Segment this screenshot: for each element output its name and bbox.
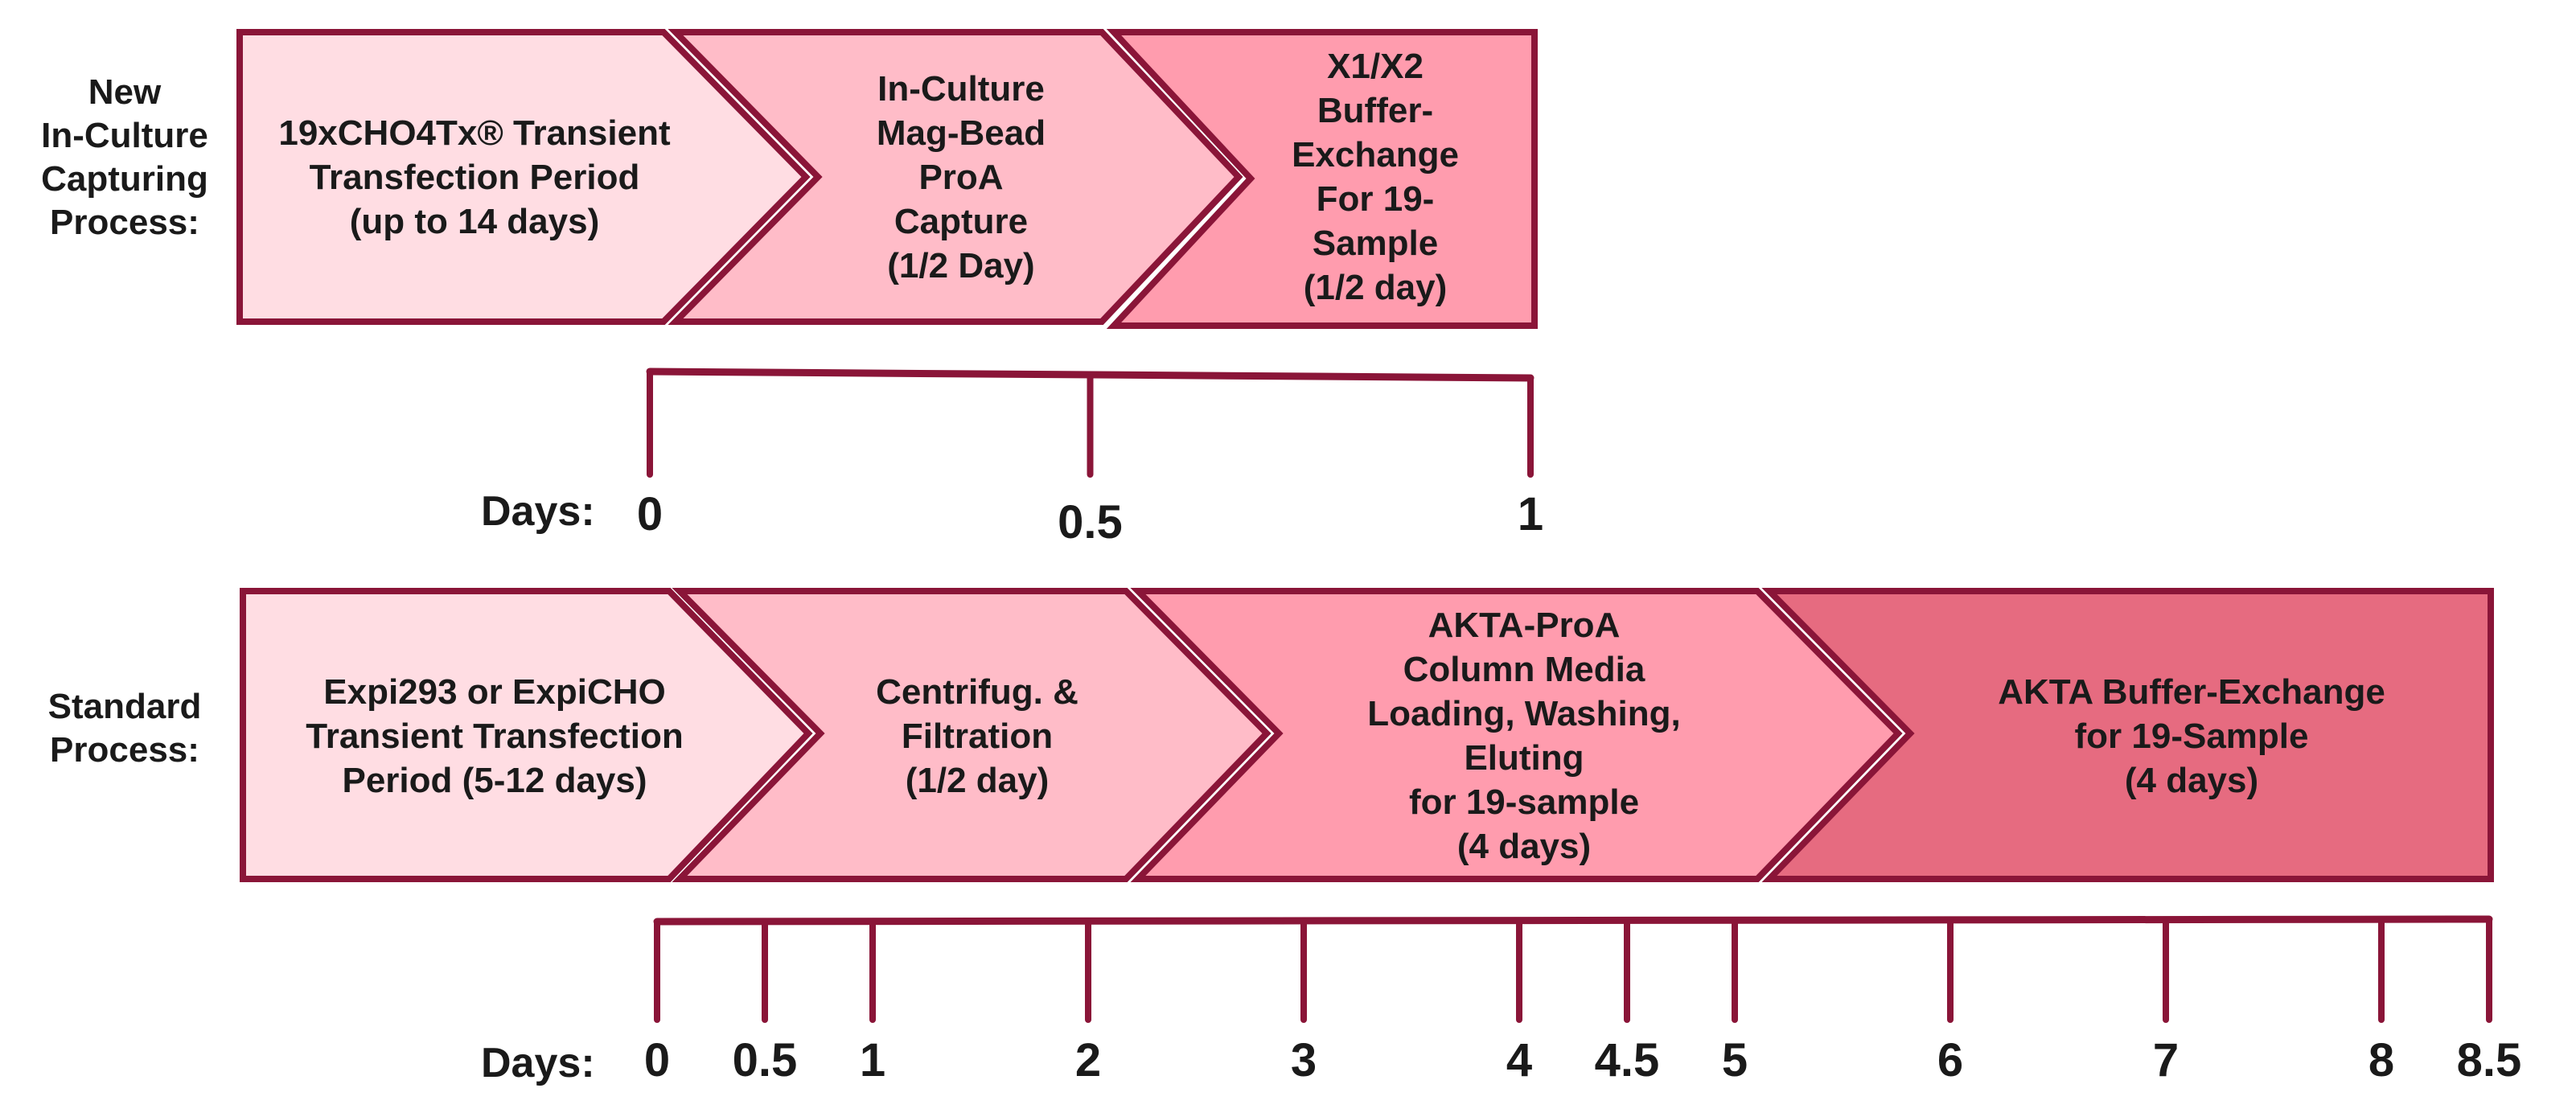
standard-stage-3-text: AKTA-ProA Column Media Loading, Washing,… [1367,606,1681,866]
standard-tick-label-1: 0.5 [732,1034,798,1086]
standard-tick-label-2: 1 [859,1034,886,1086]
new-process-label: New In-Culture Capturing Process: [41,72,208,242]
standard-tick-label-5: 4 [1506,1034,1533,1086]
standard-stage-2-text: Centrifug. & Filtration (1/2 day) [876,671,1078,800]
standard-tick-label-10: 8 [2368,1034,2395,1086]
standard-tick-label-3: 2 [1074,1034,1102,1086]
standard-stage-1-text: Expi293 or ExpiCHO Transient Transfectio… [306,671,684,800]
new-stage-3-text: X1/X2 Buffer- Exchange For 19- Sample (1… [1292,47,1459,307]
standard-tick-label-9: 7 [2152,1034,2180,1086]
new-tick-label-2: 1 [1517,488,1544,540]
standard-tick-label-8: 6 [1937,1034,1964,1086]
new-process-timeline-axis [646,368,1535,478]
standard-days-label: Days: [481,1040,595,1086]
standard-stage-2-chevron [672,588,1272,882]
standard-process-timeline-axis [653,915,2493,1023]
new-days-label: Days: [481,488,595,535]
standard-stage-3-chevron [1130,588,1903,882]
standard-tick-label-0: 0 [643,1034,671,1086]
new-stage-2-text: In-Culture Mag-Bead ProA Capture (1/2 Da… [876,68,1046,285]
standard-process-label: Standard Process: [47,687,202,770]
standard-stage-1-chevron [240,588,813,882]
standard-tick-label-11: 8.5 [2456,1034,2522,1086]
new-tick-label-0: 0 [636,488,664,540]
new-stage-1-text: 19xCHO4Tx® Transient Transfection Period… [278,113,671,241]
new-stage-1-chevron [236,29,811,325]
standard-timeline-baseline [653,915,2493,926]
new-stage-3-chevron [1106,29,1538,329]
standard-stage-4-text: AKTA Buffer-Exchange for 19-Sample (4 da… [1998,671,2385,800]
new-stage-2-chevron [668,29,1243,325]
standard-stage-4-chevron [1761,588,2494,882]
standard-tick-label-7: 5 [1721,1034,1748,1086]
standard-tick-label-4: 3 [1290,1034,1317,1086]
standard-tick-label-6: 4.5 [1594,1034,1660,1086]
new-tick-label-1: 0.5 [1058,496,1123,548]
